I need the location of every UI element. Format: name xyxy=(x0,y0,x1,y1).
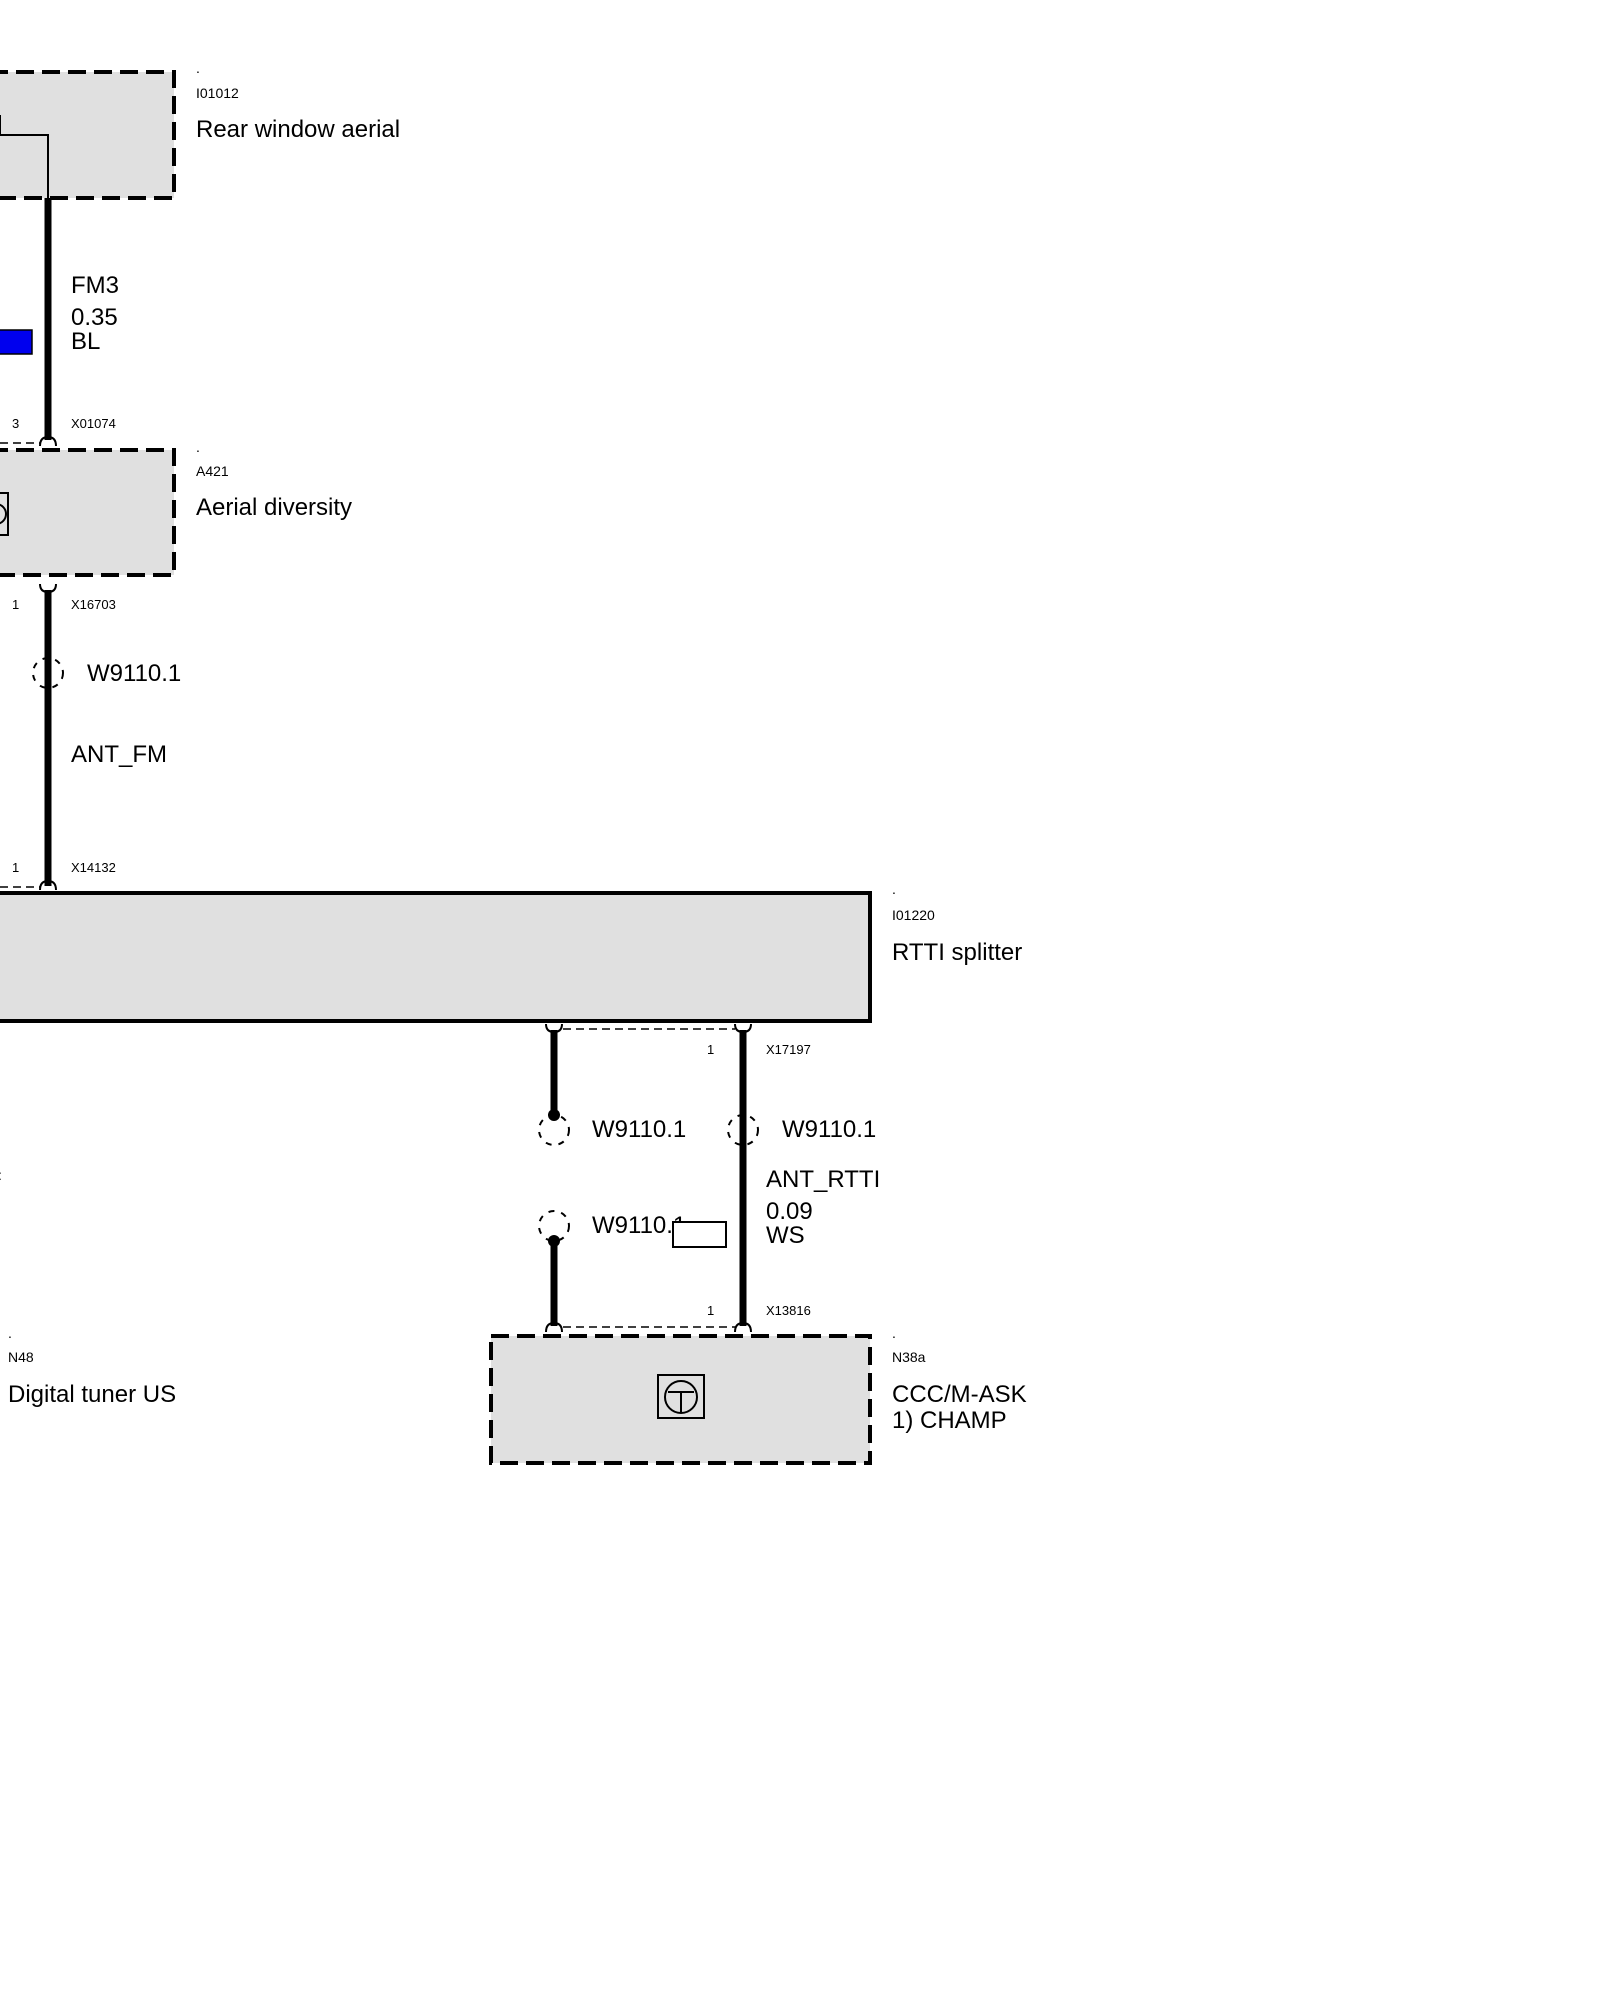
wire-ant-rtti-name: ANT_RTTI xyxy=(766,1166,880,1193)
shield-left-bottom-icon xyxy=(538,1210,570,1242)
diversity-module-icon xyxy=(0,492,9,536)
wire-ant-rtti[interactable]: W9110.1 ANT_RTTI 0.09 WS xyxy=(672,1030,880,1326)
steering-wheel-icon xyxy=(657,1374,705,1419)
wire-fm3-size: 0.35 xyxy=(71,304,118,331)
rtti-splitter[interactable]: . I01220 RTTI splitter xyxy=(0,881,1022,1023)
aerial-diversity-dot: . xyxy=(196,439,200,455)
connector-x01074: 3 X01074 xyxy=(0,416,116,447)
ccc-mask-variant: 1) CHAMP xyxy=(892,1407,1007,1434)
digital-tuner-id: N48 xyxy=(8,1349,34,1365)
connector-id-x16703: X16703 xyxy=(71,597,116,612)
connector-x16703: 1 X16703 xyxy=(12,583,116,612)
shield-ant-fm-label: W9110.1 xyxy=(87,660,181,687)
connector-x14132: 1 X14132 xyxy=(0,860,116,891)
pin-x17197: 1 xyxy=(707,1042,714,1057)
pin-x13816: 1 xyxy=(707,1303,714,1318)
wire-ant-fm[interactable]: W9110.1 ANT_FM xyxy=(32,590,181,886)
connector-x17197: 1 X17197 xyxy=(545,1023,811,1057)
wire-ant-fm-name: ANT_FM xyxy=(71,741,167,768)
shield-left-bottom-label: W9110.1 xyxy=(592,1212,686,1239)
pin-x16703: 1 xyxy=(12,597,19,612)
connector-id-x13816: X13816 xyxy=(766,1303,811,1318)
wire-fm3-color: BL xyxy=(71,328,100,355)
wire-left-branch[interactable]: W9110.1 W9110.1 xyxy=(538,1030,686,1326)
tuner-partial-label: : xyxy=(0,1167,2,1183)
rtti-splitter-dot: . xyxy=(892,881,896,897)
connector-x13816: 1 X13816 xyxy=(545,1303,811,1333)
rear-window-aerial-dot: . xyxy=(196,60,200,76)
rtti-splitter-name: RTTI splitter xyxy=(892,939,1022,966)
aerial-diversity[interactable]: . A421 Aerial diversity xyxy=(0,439,352,577)
ccc-mask-name: CCC/M-ASK xyxy=(892,1381,1027,1408)
rear-window-aerial-id: I01012 xyxy=(196,85,239,101)
ccc-mask[interactable]: . N38a CCC/M-ASK 1) CHAMP xyxy=(489,1325,1027,1465)
connector-id-x14132: X14132 xyxy=(71,860,116,875)
rear-window-aerial[interactable]: . I01012 Rear window aerial xyxy=(0,60,400,200)
ccc-mask-dot: . xyxy=(892,1325,896,1341)
shield-left-top-icon xyxy=(538,1114,570,1146)
digital-tuner-name: Digital tuner US xyxy=(8,1381,176,1408)
digital-tuner-dot: . xyxy=(8,1325,12,1341)
wire-fm3-name: FM3 xyxy=(71,272,119,299)
pin-x01074: 3 xyxy=(12,416,19,431)
rtti-splitter-id: I01220 xyxy=(892,907,935,923)
wire-ant-rtti-color: WS xyxy=(766,1222,805,1249)
rear-window-aerial-name: Rear window aerial xyxy=(196,116,400,143)
connector-id-x01074: X01074 xyxy=(71,416,116,431)
shield-ant-fm-icon xyxy=(32,657,64,689)
shield-ant-rtti-label: W9110.1 xyxy=(782,1116,876,1143)
wire-fm3[interactable]: FM3 0.35 BL xyxy=(0,198,119,440)
pin-x14132: 1 xyxy=(12,860,19,875)
wire-color-swatch-ws xyxy=(672,1221,727,1248)
shield-left-top-label: W9110.1 xyxy=(592,1116,686,1143)
digital-tuner[interactable]: : . N48 Digital tuner US xyxy=(0,1167,176,1408)
connector-id-x17197: X17197 xyxy=(766,1042,811,1057)
aerial-diversity-id: A421 xyxy=(196,463,229,479)
wire-ant-rtti-size: 0.09 xyxy=(766,1198,813,1225)
shield-ant-rtti-icon xyxy=(727,1114,759,1146)
diversity-circle-icon xyxy=(0,503,7,525)
ccc-mask-id: N38a xyxy=(892,1349,926,1365)
wire-color-swatch xyxy=(0,329,33,355)
aerial-diversity-name: Aerial diversity xyxy=(196,494,352,521)
